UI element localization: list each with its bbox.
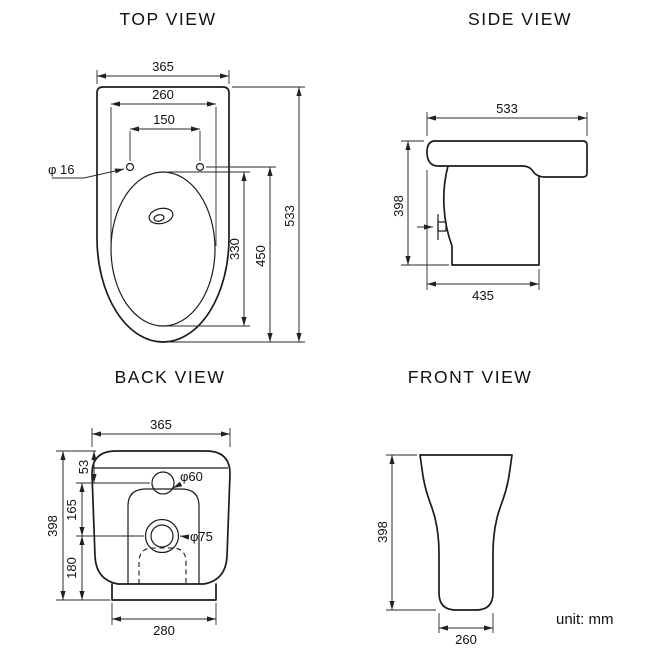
- fixing-hole-detail: [417, 214, 447, 240]
- top-view-title: TOP VIEW: [120, 9, 217, 29]
- bowl-outline-top: [96, 86, 230, 343]
- hinge-hole-right: [195, 162, 205, 172]
- body-outline-front: [419, 454, 513, 611]
- dim-top-hole-spacing: 150: [129, 112, 201, 161]
- dim-side-height: 398: [391, 140, 449, 266]
- dim-back-base-width: 280: [111, 603, 217, 638]
- dim-side-base-length: 435: [426, 170, 540, 303]
- trapway-dashed-outline: [138, 547, 187, 584]
- hole-diameter-leader: [52, 168, 125, 179]
- dim-top-seat-width: 260: [110, 87, 217, 246]
- dim-top-overall-depth-label: 533: [282, 205, 297, 227]
- back-view-drawing: [91, 450, 231, 601]
- dim-top-overall-width: 365: [96, 59, 230, 84]
- back-view-title: BACK VIEW: [115, 367, 226, 387]
- body-outline-back: [91, 450, 231, 585]
- outlet-hole-outer: [144, 518, 180, 554]
- unit-label: unit: mm: [556, 611, 614, 628]
- front-view-drawing: [419, 454, 513, 611]
- dim-back-inlet-to-outlet-label: 165: [64, 499, 79, 521]
- base-outline-back: [111, 583, 217, 601]
- dim-front-height: 398: [375, 454, 436, 611]
- seat-opening-oval: [110, 171, 216, 327]
- side-view-drawing: [417, 140, 588, 266]
- dim-back-height-label: 398: [45, 515, 60, 537]
- inlet-diameter-leader: [172, 481, 183, 489]
- flush-outlet-oval: [148, 207, 174, 225]
- dim-top-hole-diameter: φ 16: [48, 162, 125, 179]
- dim-back-width: 365: [91, 417, 231, 447]
- dim-top-bowl-depth: 330: [168, 171, 250, 327]
- dim-top-overall-depth: 533: [168, 86, 305, 343]
- flush-outlet-inner: [153, 214, 165, 222]
- outlet-diameter-leader: [179, 534, 190, 540]
- inlet-hole: [151, 471, 175, 495]
- dim-side-base-length-label: 435: [472, 288, 494, 303]
- seat-profile: [426, 140, 588, 178]
- outlet-hole-inner: [150, 524, 174, 548]
- pedestal-profile: [442, 165, 540, 266]
- front-view-title: FRONT VIEW: [408, 367, 533, 387]
- dim-back-outlet-to-floor: 180: [64, 536, 85, 600]
- dim-side-height-label: 398: [391, 195, 406, 217]
- dim-back-inlet-diameter-label: φ60: [180, 469, 203, 484]
- dim-back-base-width-label: 280: [153, 623, 175, 638]
- hinge-hole-left: [125, 162, 135, 172]
- dim-front-base-width-label: 260: [455, 632, 477, 647]
- dim-back-outlet-to-floor-label: 180: [64, 557, 79, 579]
- dim-back-inlet-diameter: φ60: [172, 469, 203, 489]
- dim-back-outlet-diameter-label: φ75: [190, 529, 213, 544]
- side-view-title: SIDE VIEW: [468, 9, 572, 29]
- dim-side-top-length-label: 533: [496, 101, 518, 116]
- dim-front-base-width: 260: [438, 613, 494, 647]
- dim-side-top-length: 533: [426, 101, 588, 136]
- dim-top-bowl-depth-label: 330: [227, 238, 242, 260]
- top-view-drawing: [96, 86, 230, 343]
- back-view: BACK VIEW 365 280: [45, 367, 231, 638]
- inner-contour: [127, 488, 200, 584]
- dim-back-inlet-to-outlet: 165: [64, 483, 85, 536]
- dim-back-outlet-diameter: φ75: [179, 529, 213, 544]
- dim-top-overall-width-label: 365: [152, 59, 174, 74]
- front-view: FRONT VIEW 398 260: [375, 367, 533, 647]
- dim-back-top-to-inlet-label: 53: [76, 460, 91, 474]
- top-view: TOP VIEW 365 260 150: [48, 9, 305, 343]
- dim-back-top-to-inlet: 53: [76, 451, 97, 483]
- dim-back-width-label: 365: [150, 417, 172, 432]
- dim-top-hole-spacing-label: 150: [153, 112, 175, 127]
- dim-back-height: 398: [45, 451, 66, 600]
- dim-top-seat-depth: 450: [206, 166, 276, 342]
- dim-top-seat-width-label: 260: [152, 87, 174, 102]
- back-extension-lines: [56, 450, 150, 601]
- dim-front-height-label: 398: [375, 521, 390, 543]
- dim-top-seat-depth-label: 450: [253, 245, 268, 267]
- dim-top-hole-diameter-label: φ 16: [48, 162, 75, 177]
- side-view: SIDE VIEW 533 398 435: [391, 9, 588, 303]
